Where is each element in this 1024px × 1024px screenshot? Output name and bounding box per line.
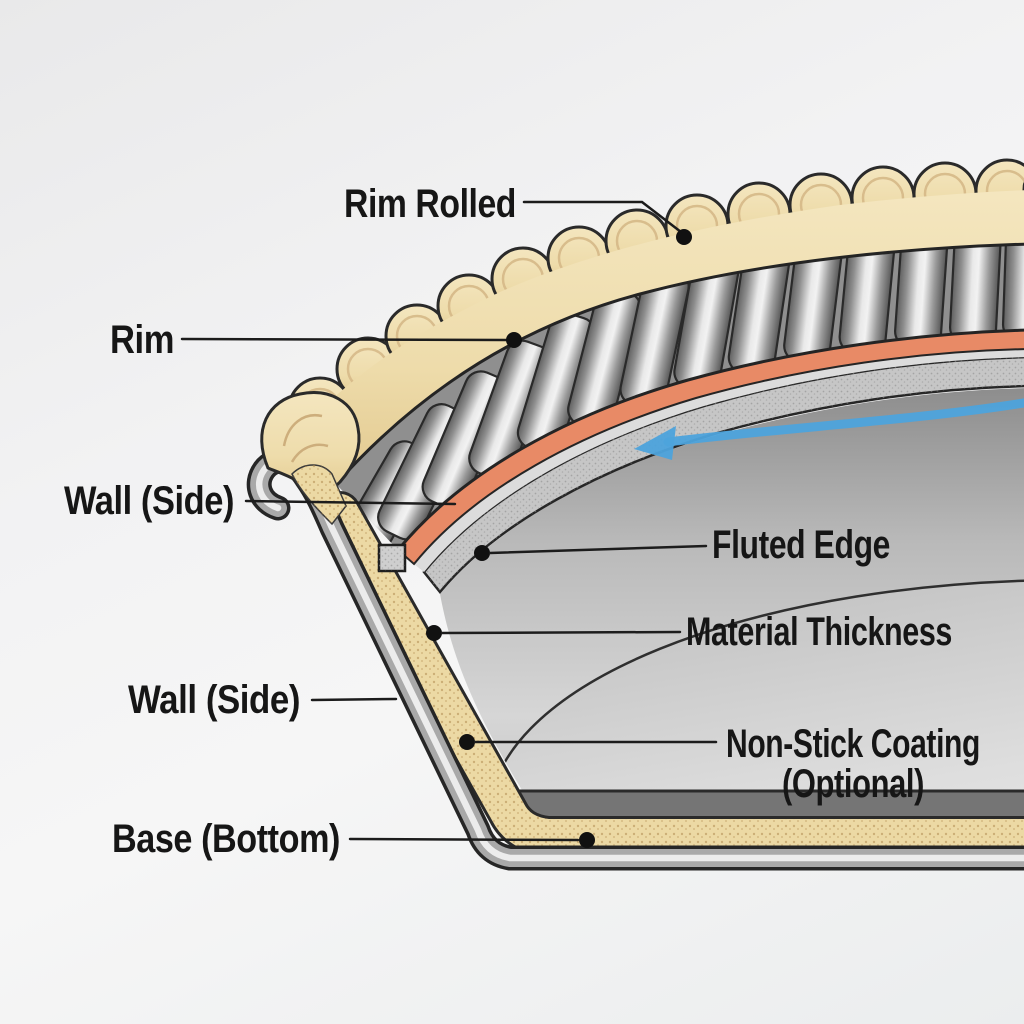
label-text-base-bottom: Base (Bottom) bbox=[112, 817, 340, 861]
leader-line bbox=[244, 499, 457, 506]
label-material-thickness: Material Thickness bbox=[426, 610, 953, 654]
label-text-non-stick-line2: (Optional) bbox=[782, 762, 924, 806]
leader-line bbox=[310, 697, 398, 702]
label-text-rim: Rim bbox=[110, 318, 174, 362]
stippled-band bbox=[422, 355, 1024, 594]
leader-line bbox=[522, 200, 683, 234]
label-base-bottom: Base (Bottom) bbox=[112, 817, 595, 861]
wall-cross-section bbox=[246, 391, 1024, 871]
leader-line bbox=[348, 837, 580, 842]
label-text-material-thickness: Material Thickness bbox=[686, 610, 952, 654]
label-wall-side-upper: Wall (Side) bbox=[64, 479, 457, 523]
label-fluted-edge: Fluted Edge bbox=[474, 523, 891, 567]
direction-arrow bbox=[634, 398, 1024, 460]
label-non-stick-coating: Non-Stick Coating (Optional) bbox=[459, 722, 981, 806]
leader-dot bbox=[579, 832, 595, 848]
annotations: Rim Rolled Rim Wall (Side) Fluted Edge M… bbox=[64, 182, 981, 861]
arrowhead bbox=[634, 426, 676, 460]
label-rim-rolled: Rim Rolled bbox=[344, 182, 692, 245]
label-text-rim-rolled: Rim Rolled bbox=[344, 182, 516, 226]
label-rim: Rim bbox=[110, 318, 522, 362]
label-text-fluted-edge: Fluted Edge bbox=[712, 523, 890, 567]
leader-line bbox=[180, 337, 508, 342]
leader-dot bbox=[676, 229, 692, 245]
leader-dot bbox=[474, 545, 490, 561]
leader-line bbox=[440, 630, 682, 635]
label-text-wall-side-upper: Wall (Side) bbox=[64, 479, 234, 523]
label-text-wall-side-lower: Wall (Side) bbox=[128, 678, 300, 722]
leader-dot bbox=[426, 625, 442, 641]
label-text-non-stick-line1: Non-Stick Coating bbox=[726, 722, 980, 766]
rim-dough-shading bbox=[282, 413, 329, 463]
leader-dot bbox=[459, 734, 475, 750]
leader-dot bbox=[506, 332, 522, 348]
leader-line bbox=[488, 544, 708, 555]
label-wall-side-lower: Wall (Side) bbox=[128, 678, 398, 722]
crust-layer bbox=[319, 491, 1024, 858]
light-gap-band bbox=[414, 349, 1024, 572]
